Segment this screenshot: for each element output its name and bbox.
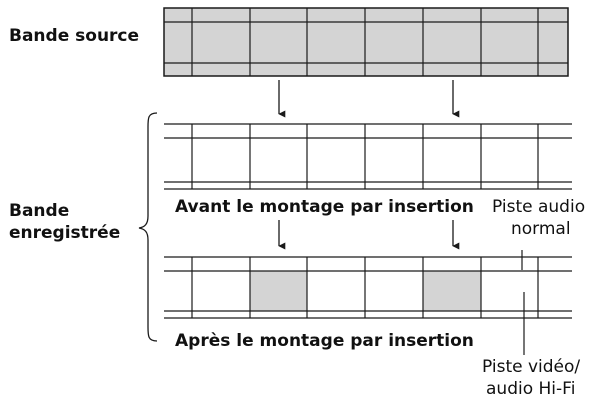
normal-audio-track-label-line2: normal xyxy=(511,219,571,239)
curly-brace xyxy=(138,112,158,342)
source-tape-body xyxy=(163,7,569,77)
video-hifi-track-label-line2: audio Hi-Fi xyxy=(486,379,576,399)
recorded-tape-label-line2: enregistrée xyxy=(9,223,121,243)
after-insert-tape xyxy=(164,256,572,319)
recorded-tape-label-line1: Bande xyxy=(9,201,70,221)
before-insert-caption: Avant le montage par insertion xyxy=(175,197,474,217)
inserted-frame xyxy=(250,271,307,311)
source-tape-label: Bande source xyxy=(9,26,140,46)
video-hifi-track-label-line1: Piste vidéo/ xyxy=(482,357,581,377)
after-insert-caption: Après le montage par insertion xyxy=(175,331,474,351)
normal-audio-track-label-line1: Piste audio xyxy=(492,197,586,217)
source-tape xyxy=(163,7,569,77)
before-insert-tape xyxy=(164,123,572,190)
inserted-frame xyxy=(423,271,481,311)
